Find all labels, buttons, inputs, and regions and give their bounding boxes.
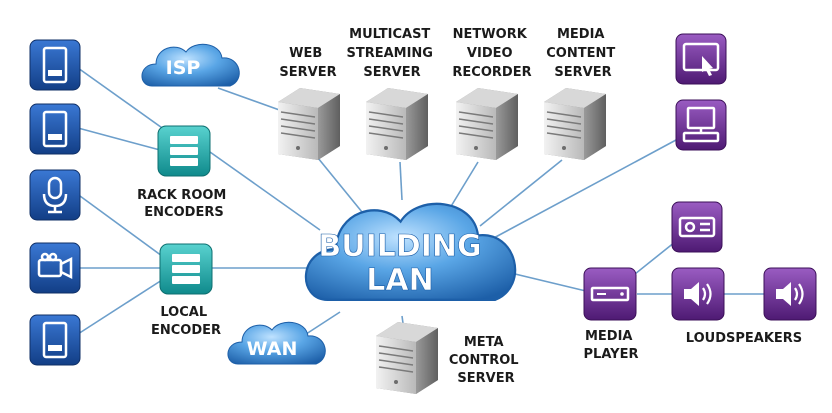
projector-device[interactable] [671, 201, 723, 253]
loudspeaker-icon [684, 282, 712, 306]
web-server-label: WEB SERVER [279, 46, 336, 80]
computer-device[interactable] [675, 99, 727, 151]
phone-icon [42, 321, 68, 359]
loudspeaker-icon [776, 282, 804, 306]
line-nvr-lan [449, 161, 479, 209]
projector-icon [678, 216, 716, 238]
meta-control-server[interactable] [375, 321, 439, 395]
web-server[interactable] [277, 87, 341, 161]
loudspeaker-1[interactable] [671, 267, 725, 321]
line-rack-lan [209, 151, 321, 231]
multicast-streaming-server[interactable] [365, 87, 429, 161]
computer-icon [682, 106, 720, 143]
building-lan-label-line1: BUILDING [318, 229, 481, 264]
line-phone2-rack [77, 127, 161, 151]
media-player-icon [590, 286, 630, 302]
microphone-icon [42, 176, 68, 214]
loudspeaker-2[interactable] [763, 267, 817, 321]
phone-icon [42, 110, 68, 148]
multicast-streaming-server-label: MULTICAST STREAMING SERVER [346, 27, 437, 80]
left-device-3[interactable] [29, 169, 81, 221]
touch-panel-icon [682, 42, 720, 76]
left-device-1[interactable] [29, 39, 81, 91]
line-mic-local [79, 195, 163, 257]
media-player-node[interactable] [583, 267, 637, 321]
line-mediacontent-lan [479, 159, 563, 227]
wan-label: WAN [247, 338, 298, 360]
media-content-server-label: MEDIA CONTENT SERVER [546, 27, 620, 80]
network-video-recorder-label: NETWORK VIDEO RECORDER [452, 27, 531, 80]
rack-room-encoders-label: RACK ROOM ENCODERS [137, 188, 231, 220]
line-phone1-rack [77, 67, 166, 131]
left-device-4[interactable] [29, 242, 81, 294]
line-phone3-local [77, 279, 163, 335]
media-player-label: MEDIA PLAYER [584, 329, 639, 362]
line-isp-web [217, 87, 286, 113]
network-video-recorder[interactable] [455, 87, 519, 161]
building-lan-label-line2: LAN [366, 263, 433, 298]
connection-lines [77, 67, 764, 339]
line-computer-lan [489, 139, 677, 241]
encoder-rack-icon [172, 254, 200, 284]
encoder-rack-icon [170, 136, 198, 166]
local-encoder-label: LOCAL ENCODER [151, 305, 221, 338]
phone-icon [42, 46, 68, 84]
left-device-2[interactable] [29, 103, 81, 155]
local-encoder-node[interactable] [159, 243, 213, 295]
left-device-5[interactable] [29, 314, 81, 366]
isp-label: ISP [166, 57, 201, 79]
touch-panel-device[interactable] [675, 33, 727, 85]
line-web-lan [317, 157, 363, 213]
line-multicast-lan [399, 161, 403, 201]
video-camera-icon [37, 252, 73, 280]
rack-room-encoders-node[interactable] [157, 125, 211, 177]
meta-control-server-label: META CONTROL SERVER [449, 335, 523, 386]
loudspeakers-label: LOUDSPEAKERS [686, 331, 802, 346]
media-content-server[interactable] [543, 87, 607, 161]
